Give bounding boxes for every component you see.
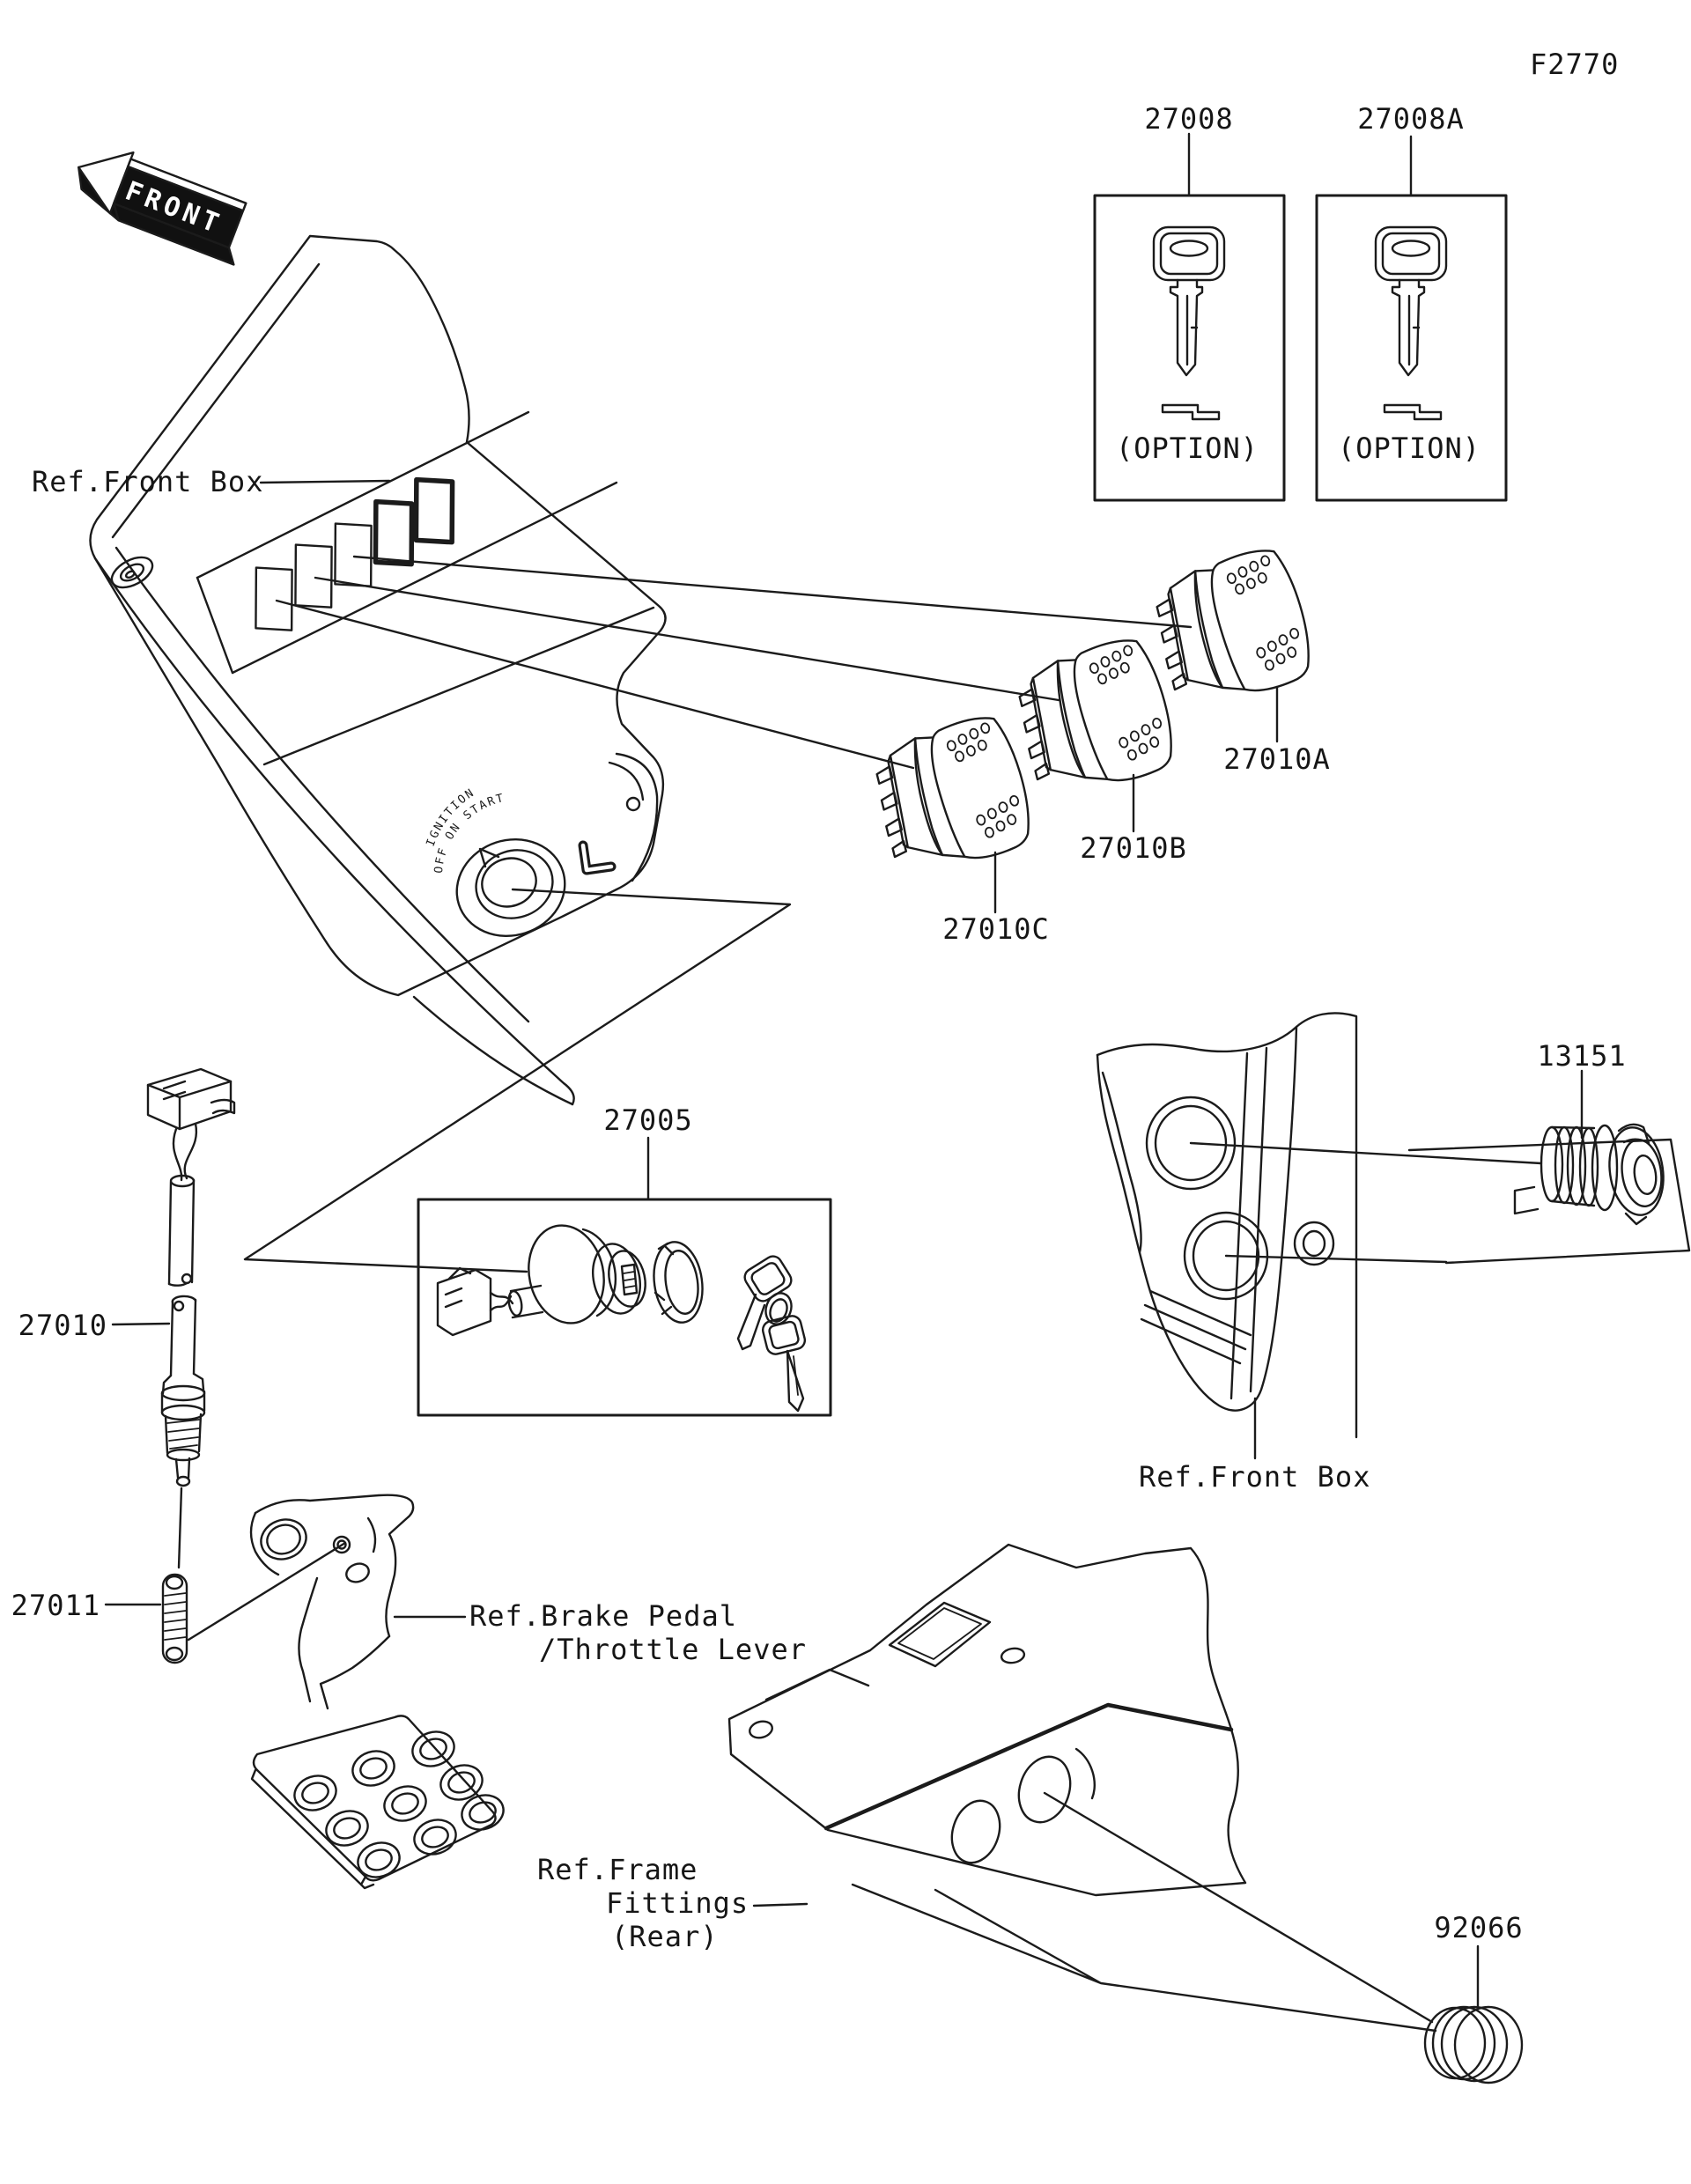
ignition-switch-drawing: [436, 1224, 646, 1337]
part-label-27010: 27010: [18, 1309, 107, 1342]
panel-switch-hole-2: [285, 538, 342, 614]
ref-brake-pedal-line1: Ref.Brake Pedal: [469, 1599, 737, 1633]
part-label-27008: 27008: [1144, 102, 1234, 136]
frame-bracket-drawing: [727, 1543, 1247, 1897]
pedal-grips: [293, 1730, 505, 1878]
leader-lines-bracket: [752, 1791, 1437, 2033]
front-direction-arrow: FRONT: [78, 151, 247, 266]
part-label-13151: 13151: [1537, 1039, 1627, 1073]
part-label-27011: 27011: [11, 1589, 100, 1622]
leader-lines-keys: [1187, 132, 1413, 197]
part-label-92066: 92066: [1434, 1911, 1524, 1944]
leader-lines-panel: [243, 555, 1193, 1273]
rocker-switch-b-drawing: [1008, 632, 1182, 802]
leader-front-box-left: [259, 479, 391, 484]
key-icon: [1374, 225, 1448, 421]
part-label-27010a: 27010A: [1223, 742, 1331, 776]
leader-spring-to-pedal: [187, 1541, 347, 1642]
brake-pedal-drawing: [249, 1494, 505, 1890]
key-icon: [1152, 225, 1226, 421]
option-note-27008: (OPTION): [1115, 432, 1259, 465]
figure-code: F2770: [1530, 48, 1620, 81]
kit-keys-drawing: [736, 1255, 807, 1413]
pull-switch-drawing: [146, 1067, 236, 1569]
spring-drawing: [161, 1573, 188, 1664]
front-box-panel-drawing: IGNITION OFF ON START: [89, 234, 667, 1106]
panel-switch-hole-1: [246, 561, 302, 637]
leader-lines-right-box: [1189, 1138, 1691, 1460]
ref-front-box-left: Ref.Front Box: [32, 465, 264, 498]
rocker-switch-a-drawing: [1145, 542, 1319, 712]
plug-cap-drawing: [1423, 1944, 1524, 2084]
part-label-27008a: 27008A: [1357, 102, 1465, 136]
part-label-27005: 27005: [603, 1103, 693, 1137]
front-box-right-drawing: [1096, 1012, 1358, 1439]
ref-front-box-right: Ref.Front Box: [1139, 1460, 1371, 1494]
ref-frame-line3: (Rear): [611, 1920, 719, 1953]
power-socket-drawing: [1513, 1069, 1665, 1226]
option-note-27008a: (OPTION): [1337, 432, 1481, 465]
part-label-27010b: 27010B: [1080, 831, 1187, 865]
ignition-keyhole: IGNITION OFF ON START: [425, 786, 566, 938]
panel-switch-hole-5: [408, 475, 461, 547]
ref-frame-line2: Fittings: [606, 1886, 750, 1920]
part-label-27010c: 27010C: [942, 912, 1050, 946]
ring-nut-drawing: [653, 1241, 704, 1324]
ignition-switch-kit-box: [417, 1198, 832, 1417]
ref-brake-pedal-line2: /Throttle Lever: [539, 1633, 807, 1666]
leader-lines-rockers: [993, 685, 1279, 914]
ref-frame-line1: Ref.Frame: [537, 1853, 698, 1886]
rocker-switch-c-drawing: [865, 710, 1039, 880]
panel-l-mark: [578, 840, 617, 875]
